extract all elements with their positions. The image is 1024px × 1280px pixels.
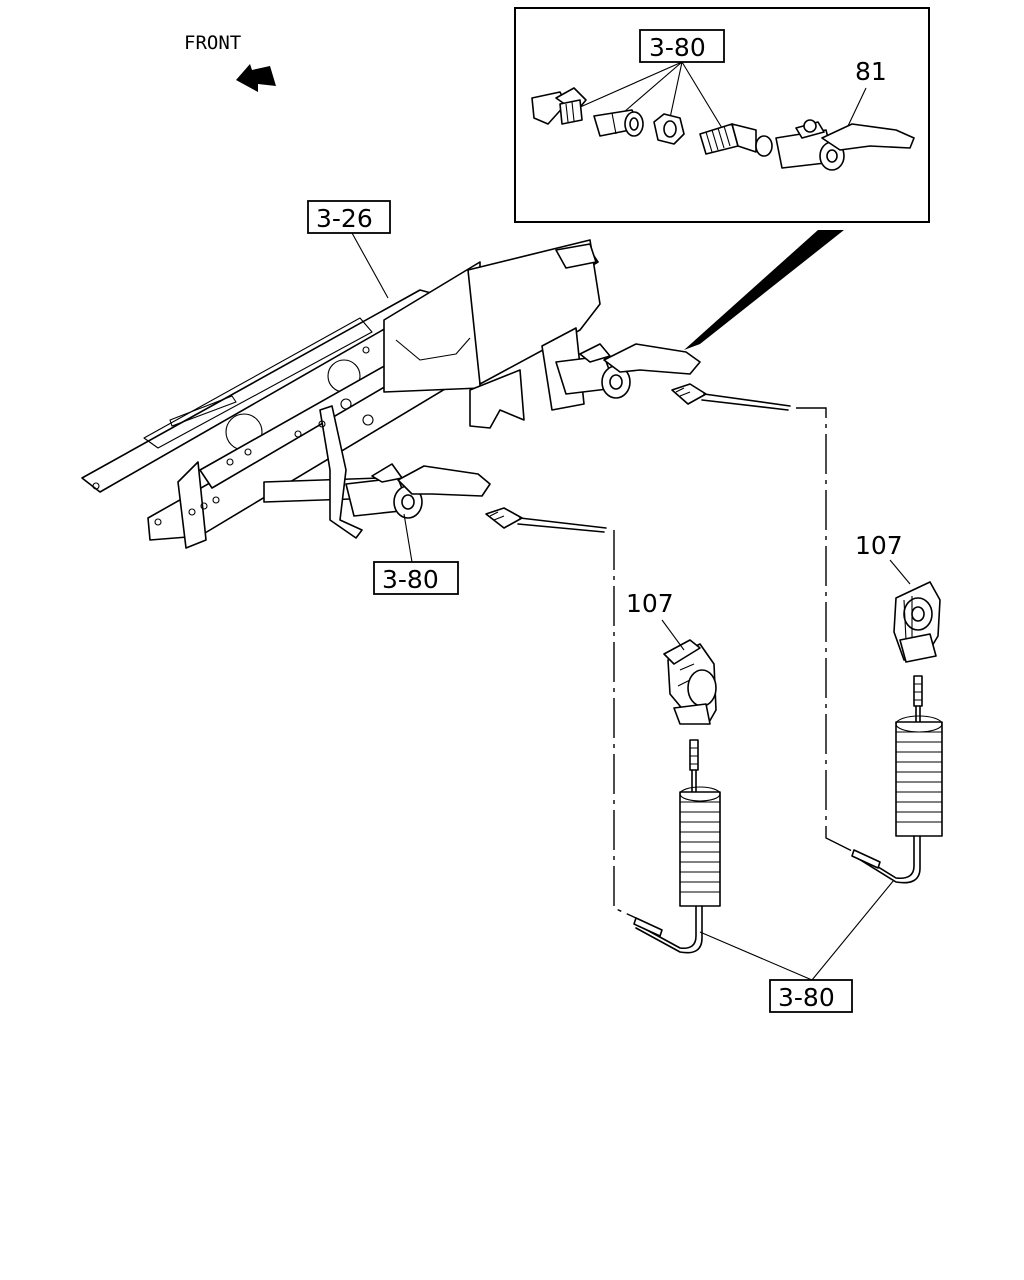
svg-text:107: 107 (626, 589, 674, 618)
hex-coupler (593, 109, 644, 137)
gladhand-coupling-right (893, 581, 941, 663)
elbow-fitting (531, 87, 587, 125)
inset-pointer (684, 230, 844, 350)
callout-107-left: 107 (626, 589, 685, 651)
callout-81: 81 (847, 57, 887, 127)
svg-text:3-26: 3-26 (316, 204, 373, 233)
gladhand-coupling-left (663, 639, 717, 725)
hose-run-right (796, 407, 855, 853)
svg-text:107: 107 (855, 531, 903, 560)
hose-run-left (613, 530, 637, 919)
svg-text:3-80: 3-80 (778, 983, 835, 1012)
coiled-hose-right (851, 675, 943, 884)
ball-valve-lower (345, 463, 491, 519)
callout-3-80-bottom: 3-80 (699, 879, 895, 1013)
frame-rail (81, 239, 601, 549)
svg-text:81: 81 (855, 57, 887, 86)
front-label: FRONT (184, 32, 241, 54)
callout-3-80-inset: 3-80 (577, 29, 725, 129)
callout-3-80-left: 3-80 (373, 513, 459, 595)
hose-connector-upper (671, 383, 791, 411)
hose-connector-lower (485, 507, 607, 533)
ball-valve-inset (775, 119, 915, 171)
ball-valve-upper (555, 343, 701, 399)
hex-nut (653, 113, 685, 145)
callout-107-right: 107 (855, 531, 911, 585)
front-arrow-icon (236, 64, 276, 92)
inset-box (514, 7, 930, 223)
threaded-nipple (699, 123, 773, 157)
svg-text:3-80: 3-80 (649, 33, 706, 62)
svg-text:3-80: 3-80 (382, 565, 439, 594)
coiled-hose-left (633, 739, 721, 954)
callout-3-26: 3-26 (307, 200, 391, 299)
